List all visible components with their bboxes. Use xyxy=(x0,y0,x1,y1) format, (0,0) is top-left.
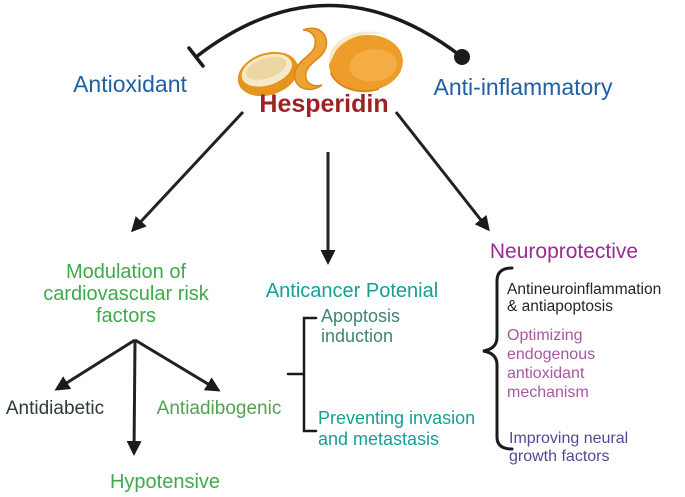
antidiabetic-label: Antidiabetic xyxy=(5,398,105,419)
apoptosis-induction-label: Apoptosis induction xyxy=(321,306,401,346)
preventing-invasion-label: Preventing invasion and metastasis xyxy=(318,408,476,449)
neuro-brace xyxy=(482,266,514,451)
top-arc xyxy=(194,3,464,59)
antioxidant-label: Antioxidant xyxy=(73,71,187,97)
arrow-to-antidiabetic xyxy=(54,338,136,391)
antiadibogenic-label: Antiadibogenic xyxy=(156,398,282,419)
anti-inflammatory-label: Anti-inflammatory xyxy=(433,74,613,100)
cardio-heading: Modulation of cardiovascular risk factor… xyxy=(43,261,209,327)
arrow-to-hypotensive xyxy=(126,339,142,456)
hypotensive-label: Hypotensive xyxy=(109,471,221,493)
neuroprotective-heading: Neuroprotective xyxy=(489,240,639,263)
arrow-to-antiadibogenic xyxy=(134,338,221,392)
arrow-to-neuro xyxy=(394,111,490,232)
hesperidin-title: Hesperidin xyxy=(259,90,389,118)
anticancer-bracket xyxy=(302,316,318,433)
orange-peel-illustration xyxy=(237,27,403,97)
anticancer-heading: Anticancer Potenial xyxy=(265,280,439,302)
improving-neural-label: Improving neural growth factors xyxy=(509,430,629,465)
arrow-to-cardio xyxy=(130,110,245,233)
activation-dot-icon xyxy=(454,49,470,65)
inhibition-bar-icon xyxy=(187,46,205,68)
optimizing-antioxidant-label: Optimizing endogenous antioxidant mechan… xyxy=(507,327,596,401)
antineuroinflammation-label: Antineuroinflammation & antiapoptosis xyxy=(507,281,662,315)
